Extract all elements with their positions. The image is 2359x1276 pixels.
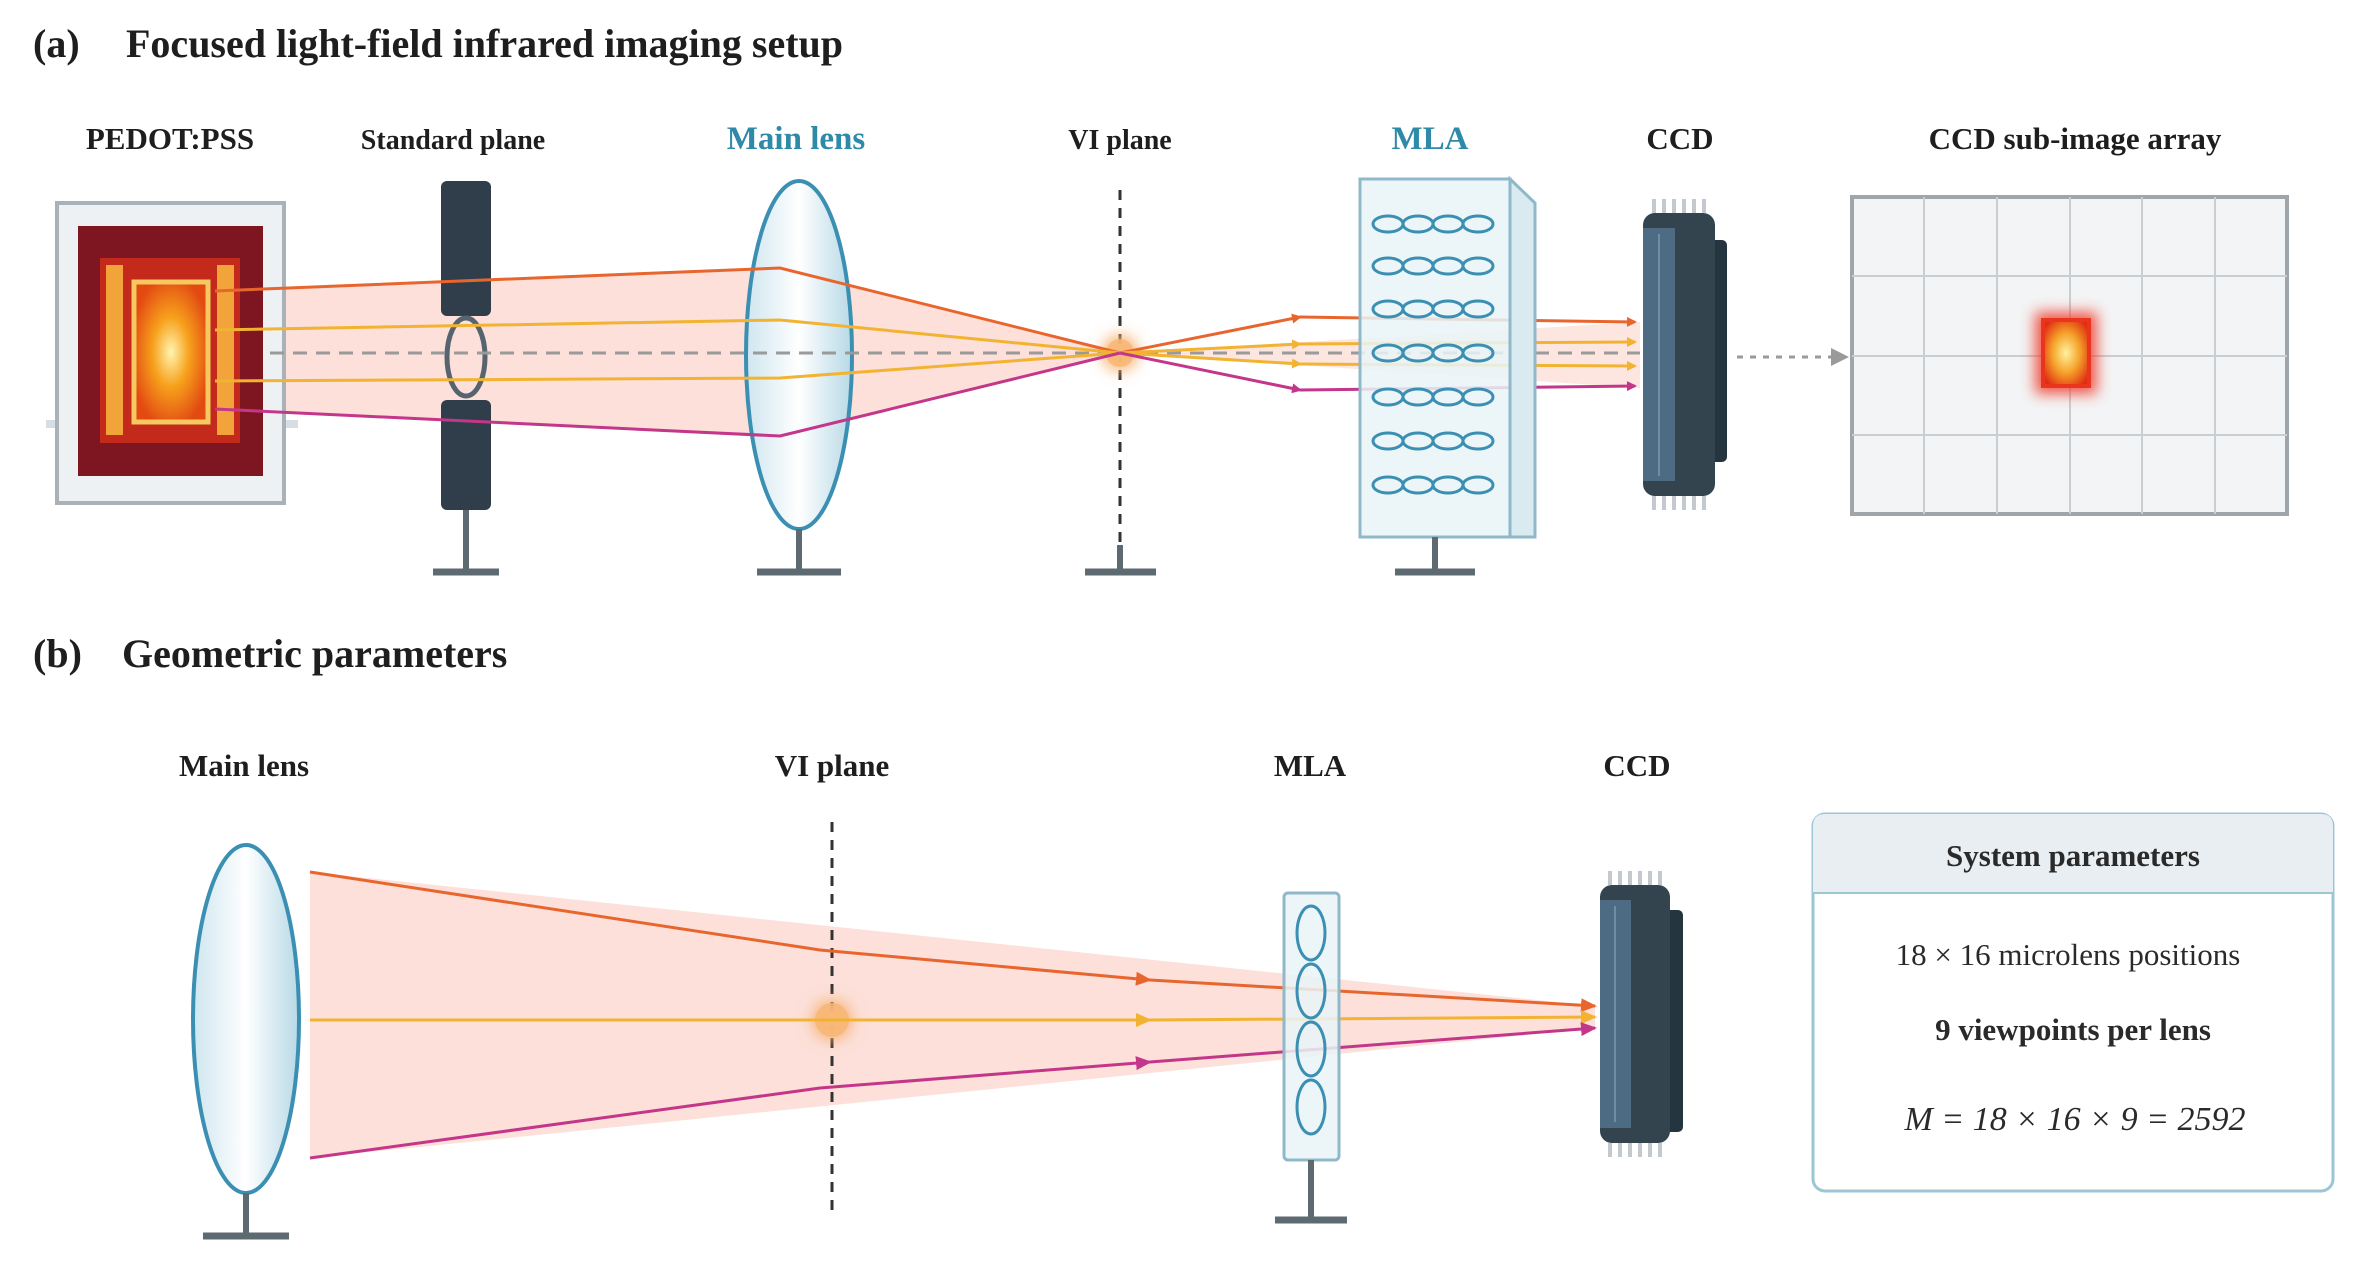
sensor-pin [1628,1143,1632,1157]
rays-a [214,266,1637,438]
sensor-pin [1648,871,1652,885]
sample-label: PEDOT:PSS [86,121,254,156]
sensor-pin [1692,496,1696,510]
ccd-label: CCD [1646,121,1713,156]
sensor-pin [1608,1143,1612,1157]
param-total-m: M = 18 × 16 × 9 = 2592 [1903,1101,2245,1138]
panel-a-tag: (a) [33,21,80,66]
vi-plane-label: VI plane [1068,125,1171,156]
sensor-pin [1652,199,1656,213]
sensor-pin [1618,871,1622,885]
sensor-pin [1638,1143,1642,1157]
param-microlens-positions: 18 × 16 microlens positions [1896,937,2241,972]
sample-pedot-pss [46,201,298,505]
sensor-pin [1658,871,1662,885]
sensor-pin [1648,1143,1652,1157]
microlens [1461,299,1495,319]
microlens [1461,256,1495,276]
sensor-pin [1702,496,1706,510]
subimage-label: CCD sub-image array [1929,121,2222,156]
sensor-pin [1662,199,1666,213]
microlens [1461,431,1495,451]
microlens [1461,475,1495,495]
microlens [1461,214,1495,234]
param-viewpoints: 9 viewpoints per lens [1935,1012,2211,1047]
sensor-pin [1672,496,1676,510]
ccd-sub-image-array [1850,195,2289,516]
panel-b-title: Geometric parameters [122,631,507,676]
sensor-pin [1672,199,1676,213]
main-lens-b-label: Main lens [179,748,309,783]
mla-label: MLA [1392,121,1469,157]
sensor-pin [1692,199,1696,213]
ccd-sensor-b [1600,871,1683,1157]
main-lens-b [191,843,301,1240]
main-lens-label: Main lens [727,121,866,157]
standard-plane-label: Standard plane [361,125,545,156]
params-title: System parameters [1946,838,2200,873]
vi-plane-b-label: VI plane [775,748,890,783]
ccd-sensor-a [1643,199,1727,510]
system-parameters-box: System parameters 18 × 16 microlens posi… [1811,812,2335,1193]
sensor-pin [1652,496,1656,510]
beam-cone-b [310,872,1595,1158]
sensor-pin [1658,1143,1662,1157]
sensor-pin [1682,199,1686,213]
sensor-pin [1628,871,1632,885]
ccd-b-label: CCD [1603,748,1670,783]
sensor-pin [1618,1143,1622,1157]
panel-a-title: Focused light-field infrared imaging set… [126,21,843,66]
rays-b [309,870,1597,1160]
mla-a [1358,175,1537,576]
sensor-pin [1608,871,1612,885]
microlens [1461,343,1495,363]
sensor-pin [1638,871,1642,885]
panel-a: (a) Focused light-field infrared imaging… [33,21,2289,576]
panel-b: (b) Geometric parameters Main lens VI pl… [33,631,2335,1240]
sensor-pin [1682,496,1686,510]
mla-b [1275,891,1347,1224]
sensor-pin [1702,199,1706,213]
mla-b-label: MLA [1274,748,1347,783]
panel-b-tag: (b) [33,631,82,676]
sensor-pin [1662,496,1666,510]
vi-plane-a [1085,190,1156,576]
microlens [1461,387,1495,407]
